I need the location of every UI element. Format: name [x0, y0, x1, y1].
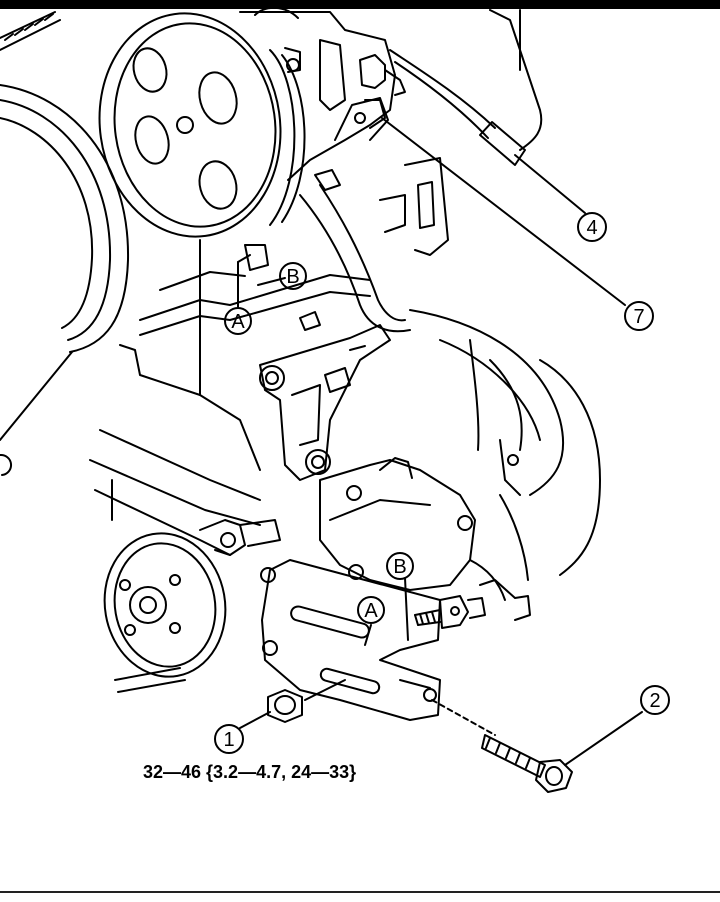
engine-right-contour [409, 309, 601, 581]
callout-1: 1 [214, 724, 244, 754]
belt-top-left [0, 11, 61, 51]
pump-pulley [98, 12, 306, 238]
callout-b-lower: B [386, 552, 414, 580]
callout-2-label: 2 [649, 690, 660, 712]
bolt-2 [431, 699, 643, 793]
callout-b-upper-label: B [286, 266, 299, 288]
top-border [0, 0, 720, 9]
callout-7: 7 [624, 301, 654, 331]
adjust-bolt [414, 595, 486, 629]
engine-block [89, 239, 371, 556]
callout-4-label: 4 [586, 217, 597, 239]
callout-7-label: 7 [633, 306, 644, 328]
callout-1-label: 1 [223, 729, 234, 751]
callout-2: 2 [640, 685, 670, 715]
crank-pulley [103, 519, 281, 693]
callout-a-lower: A [357, 596, 385, 624]
pressure-hose [299, 99, 626, 333]
large-pulley-left [0, 84, 130, 476]
upper-bracket [379, 157, 449, 256]
torque-spec: 32—46 {3.2—4.7, 24—33} [143, 762, 357, 782]
nut-1 [239, 679, 346, 729]
pump-body [239, 6, 406, 181]
bottom-border [0, 891, 720, 893]
callout-b-lower-label: B [393, 556, 406, 578]
support-link [259, 311, 391, 481]
callout-a-upper-label: A [231, 311, 245, 333]
callout-a-upper: A [224, 307, 252, 335]
callout-a-lower-label: A [364, 600, 378, 622]
lower-unit [319, 457, 531, 621]
return-hose [389, 9, 586, 214]
callout-b-upper: B [279, 262, 307, 290]
callout-4: 4 [577, 212, 607, 242]
